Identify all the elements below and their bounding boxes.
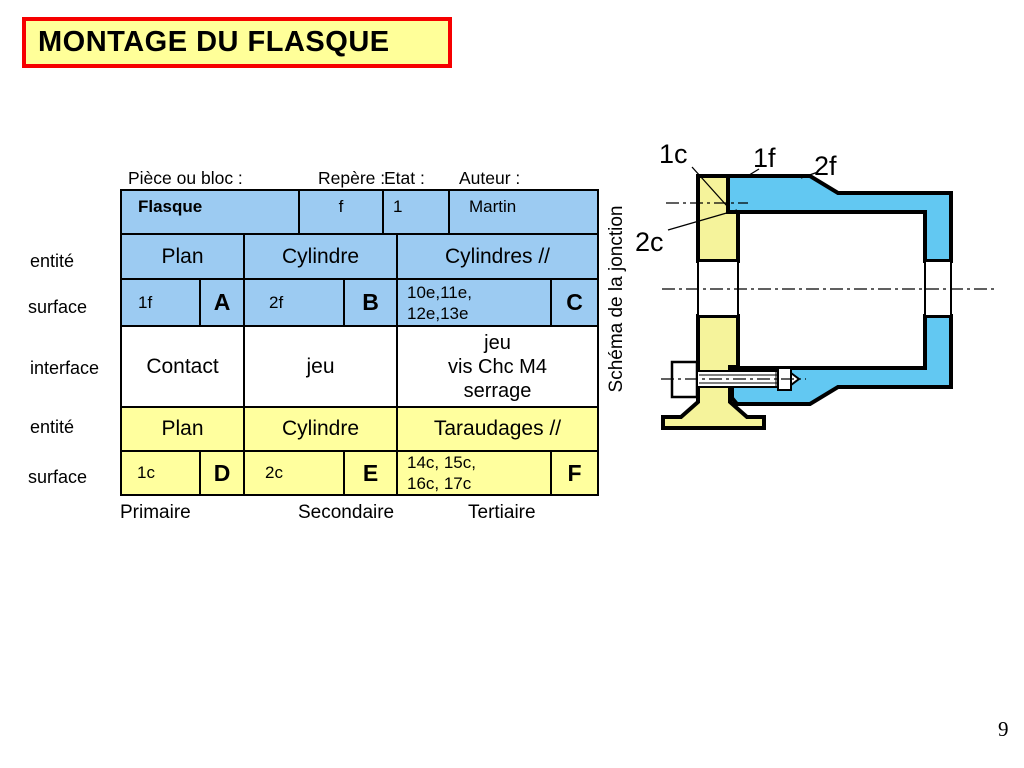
cell-letter-F: F bbox=[550, 450, 599, 496]
footer-label-secondaire: Secondaire bbox=[298, 502, 395, 523]
cell-surface-1c: 1c bbox=[120, 450, 201, 496]
leader-1c bbox=[691, 166, 728, 207]
cell-interface-3: jeu vis Chc M4 serrage bbox=[396, 325, 599, 408]
cell-entity-top-3: Cylindres // bbox=[396, 233, 599, 280]
row-label-surface-top: surface bbox=[28, 297, 88, 317]
cell-surface-10e: 10e,11e, 12e,13e bbox=[396, 278, 552, 327]
footer-label-primaire: Primaire bbox=[120, 502, 191, 523]
flasque-bottom-section bbox=[730, 314, 953, 406]
cell-etat: 1 bbox=[382, 189, 450, 235]
junction-diagram: 1c 1f 2f 2c bbox=[635, 139, 996, 430]
cell-surface-14c: 14c, 15c, 16c, 17c bbox=[396, 450, 552, 496]
cell-letter-B: B bbox=[343, 278, 398, 327]
page-number: 9 bbox=[998, 717, 1009, 741]
header-label-auteur: Auteur : bbox=[459, 168, 521, 188]
footer-label-tertiaire: Tertiaire bbox=[468, 502, 536, 523]
header-label-etat: Etat : bbox=[384, 168, 425, 188]
cell-repere: f bbox=[298, 189, 384, 235]
leader-1f bbox=[745, 168, 760, 178]
diagram-label-2c: 2c bbox=[635, 227, 664, 257]
title-banner: MONTAGE DU FLASQUE bbox=[22, 17, 452, 68]
cell-letter-D: D bbox=[199, 450, 245, 496]
leader-2f bbox=[800, 171, 819, 179]
header-label-piece: Pièce ou bloc : bbox=[128, 168, 243, 188]
page-title: MONTAGE DU FLASQUE bbox=[38, 26, 390, 58]
header-label-repere: Repère : bbox=[318, 168, 386, 188]
diagram-label-2f: 2f bbox=[814, 151, 837, 181]
diagram-label-1c: 1c bbox=[659, 139, 688, 169]
cell-entity-bot-3: Taraudages // bbox=[396, 406, 599, 452]
screw-vis-chc bbox=[670, 360, 801, 399]
cell-entity-top-2: Cylindre bbox=[243, 233, 398, 280]
cell-entity-bot-2: Cylindre bbox=[243, 406, 398, 452]
row-label-surface-bottom: surface bbox=[28, 467, 88, 487]
row-label-interface: interface bbox=[30, 358, 100, 378]
diagram-label-1f: 1f bbox=[753, 143, 776, 173]
leader-2c bbox=[667, 209, 738, 231]
cell-letter-E: E bbox=[343, 450, 398, 496]
cell-entity-top-1: Plan bbox=[120, 233, 245, 280]
cell-piece-name: Flasque bbox=[120, 189, 300, 235]
cell-interface-2: jeu bbox=[243, 325, 398, 408]
cell-surface-2f: 2f bbox=[243, 278, 345, 327]
cell-interface-1: Contact bbox=[120, 325, 245, 408]
row-label-entity-top: entité bbox=[30, 251, 75, 271]
cell-auteur: Martin bbox=[448, 189, 599, 235]
cell-surface-1f: 1f bbox=[120, 278, 201, 327]
cell-letter-C: C bbox=[550, 278, 599, 327]
cell-surface-2c: 2c bbox=[243, 450, 345, 496]
cell-entity-bot-1: Plan bbox=[120, 406, 245, 452]
flasque-top-section bbox=[726, 174, 953, 263]
cell-letter-A: A bbox=[199, 278, 245, 327]
row-label-entity-bottom: entité bbox=[30, 417, 75, 437]
